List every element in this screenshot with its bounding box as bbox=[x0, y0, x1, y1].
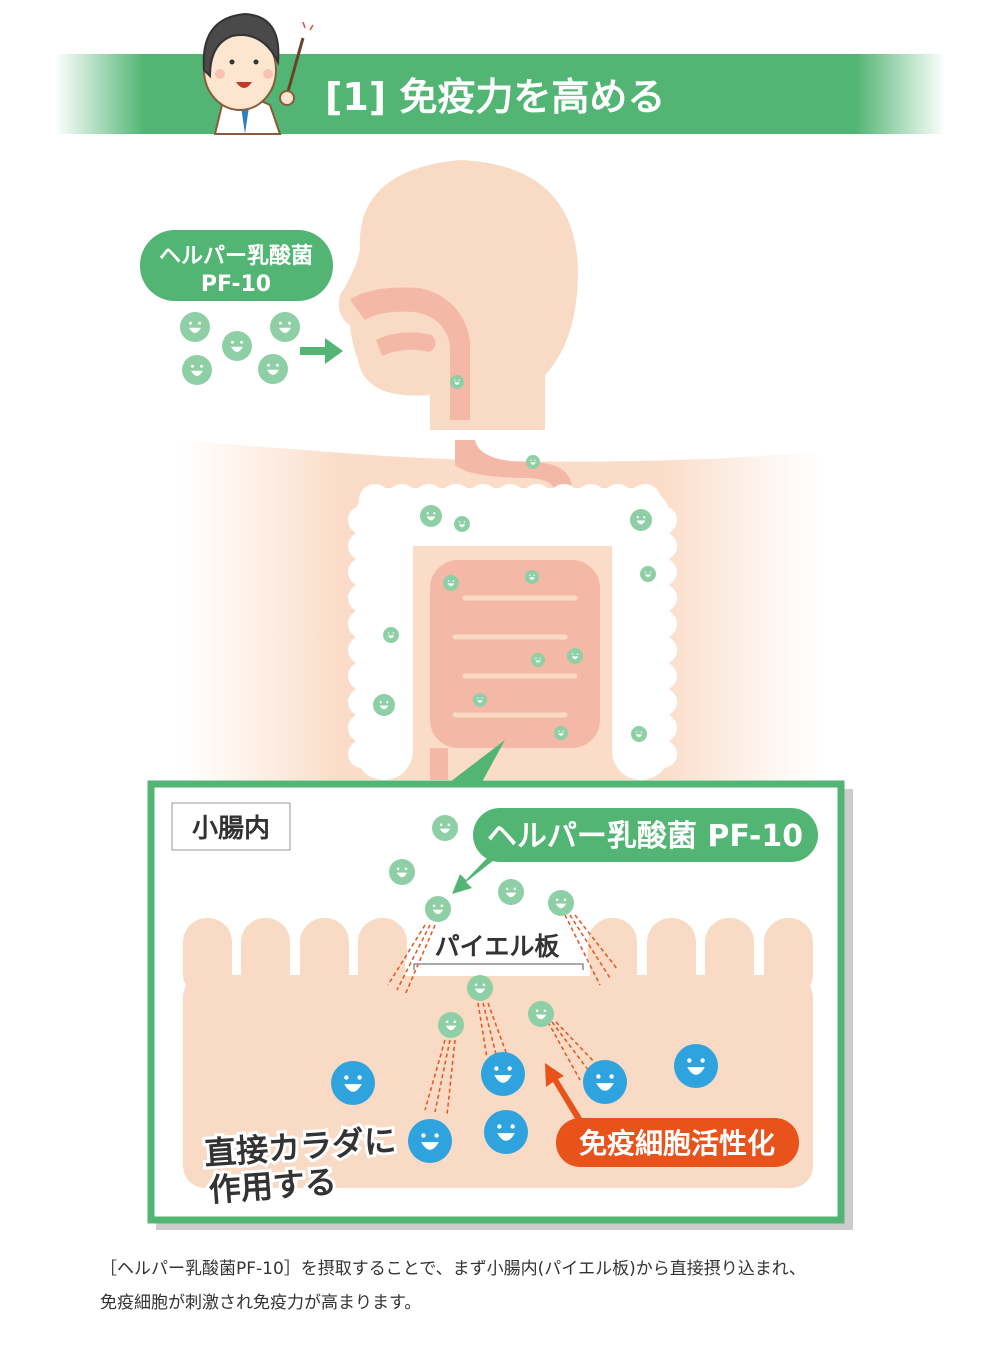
small-intestine-illustration bbox=[430, 560, 600, 780]
lactic-bacteria-icon bbox=[554, 726, 568, 740]
lactic-bacteria-icon bbox=[640, 566, 656, 582]
lactic-bacteria-icon bbox=[498, 879, 524, 905]
lactic-bacteria-icon bbox=[450, 375, 464, 389]
lactic-bacteria-icon bbox=[182, 355, 212, 385]
stomach-illustration bbox=[455, 440, 573, 520]
handwritten-note: 直接カラダに 作用する bbox=[200, 1118, 400, 1212]
activation-badge bbox=[556, 1118, 799, 1167]
detail-callout-text: ヘルパー乳酸菌 PF-10 bbox=[487, 819, 803, 854]
lactic-bacteria-icon bbox=[258, 354, 288, 384]
lactic-bacteria-icon bbox=[548, 890, 574, 916]
lactic-bacteria-icon bbox=[389, 859, 415, 885]
immune-cell-icon bbox=[484, 1110, 528, 1154]
arrow-up-icon bbox=[545, 1063, 582, 1122]
immune-cell-icon bbox=[481, 1052, 525, 1096]
doctor-character-icon bbox=[202, 12, 314, 135]
lactic-bacteria-icon bbox=[531, 653, 545, 667]
lactic-bacteria-icon bbox=[631, 726, 647, 742]
lactic-bacteria-icon bbox=[373, 694, 395, 716]
lactic-bacteria-icon bbox=[525, 570, 539, 584]
lactic-bacteria-icon bbox=[270, 312, 300, 342]
lactic-bacteria-icon bbox=[443, 575, 459, 591]
upper-product-bubble bbox=[140, 230, 333, 301]
lactic-bacteria-icon bbox=[420, 505, 442, 527]
upper-bubble-line1: ヘルパー乳酸菌 bbox=[159, 243, 313, 269]
caption-line2: 免疫細胞が刺激され免疫力が高まります。 bbox=[100, 1293, 422, 1313]
lactic-bacteria-icon bbox=[383, 627, 399, 643]
caption-line1: ［ヘルパー乳酸菌PF-10］を摂取することで、まず小腸内(パイエル板)から直接摂… bbox=[100, 1259, 806, 1279]
lactic-bacteria-icon bbox=[222, 331, 252, 361]
immune-cell-icon bbox=[583, 1060, 627, 1104]
arrow-right-icon bbox=[300, 338, 343, 364]
arrow-down-left-icon bbox=[452, 855, 494, 894]
signal-lines bbox=[387, 914, 619, 1116]
lactic-bacteria-icon bbox=[180, 312, 210, 342]
immune-cell-icon bbox=[674, 1044, 718, 1088]
lactic-bacteria-icon bbox=[425, 896, 451, 922]
lactic-bacteria-icon bbox=[454, 516, 470, 532]
detail-callout bbox=[473, 808, 818, 862]
area-label: 小腸内 bbox=[192, 814, 270, 844]
caption: ［ヘルパー乳酸菌PF-10］を摂取することで、まず小腸内(パイエル板)から直接摂… bbox=[100, 1252, 920, 1320]
peyer-patch-label: パイエル板 bbox=[435, 932, 560, 961]
area-label-box bbox=[171, 802, 291, 851]
head-illustration bbox=[338, 160, 578, 430]
banner-title: [1] 免疫力を高める bbox=[325, 75, 665, 119]
zoom-pointer bbox=[450, 740, 505, 782]
lactic-bacteria-icon bbox=[432, 815, 458, 841]
lactic-bacteria-icon bbox=[473, 693, 487, 707]
lactic-bacteria-icon bbox=[467, 975, 493, 1001]
peyer-bracket bbox=[413, 963, 584, 970]
activation-label: 免疫細胞活性化 bbox=[579, 1127, 775, 1160]
immune-cell-icon bbox=[331, 1061, 375, 1105]
lactic-bacteria-icon bbox=[528, 1001, 554, 1027]
immune-cell-icon bbox=[408, 1119, 452, 1163]
lactic-bacteria-icon bbox=[526, 455, 540, 469]
lactic-bacteria-icon bbox=[567, 648, 583, 664]
upper-bubble-line2: PF-10 bbox=[201, 272, 271, 297]
lactic-bacteria-icon bbox=[438, 1012, 464, 1038]
lactic-bacteria-icon bbox=[630, 509, 652, 531]
